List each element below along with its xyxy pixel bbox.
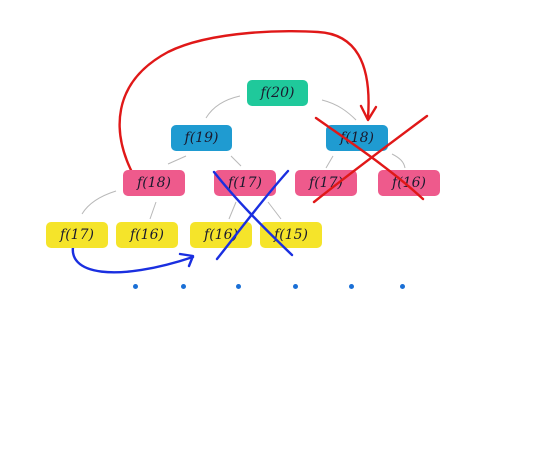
continuation-dot bbox=[132, 284, 138, 289]
continuation-dot bbox=[180, 284, 186, 289]
edge-f18-f17leaf bbox=[81, 190, 117, 215]
edge-f18-f16leaf bbox=[149, 201, 157, 220]
tree-edges bbox=[81, 95, 406, 220]
node-f20: f(20) bbox=[247, 80, 308, 106]
continuation-dot bbox=[348, 284, 354, 289]
edge-f18top-f17 bbox=[325, 155, 334, 169]
node-f17-leaf: f(17) bbox=[46, 222, 108, 248]
continuation-dot bbox=[399, 284, 405, 289]
continuation-dot bbox=[235, 284, 241, 289]
edge-f20-f19 bbox=[205, 95, 241, 119]
node-f18-right: f(18) bbox=[326, 125, 388, 151]
reuse-arrowhead-blue bbox=[178, 252, 195, 268]
edge-f20-f18 bbox=[321, 99, 357, 121]
reuse-arrow-red bbox=[118, 29, 370, 180]
reuse-arrow-blue bbox=[71, 240, 195, 274]
edge-f17-f16leaf bbox=[228, 201, 237, 220]
node-f16-right: f(16) bbox=[378, 170, 440, 196]
edge-f19-f18 bbox=[167, 155, 187, 165]
edge-f19-f17 bbox=[230, 155, 242, 167]
node-f15-leaf: f(15) bbox=[260, 222, 322, 248]
edge-f17-f15leaf bbox=[267, 201, 282, 220]
node-f17-right: f(17) bbox=[295, 170, 357, 196]
continuation-dot bbox=[292, 284, 298, 289]
node-f17-middle: f(17) bbox=[214, 170, 276, 196]
edge-f18top-f16 bbox=[391, 153, 406, 169]
node-f19: f(19) bbox=[171, 125, 232, 151]
node-f18-left: f(18) bbox=[123, 170, 185, 196]
node-f16-leaf-a: f(16) bbox=[116, 222, 178, 248]
node-f16-leaf-b: f(16) bbox=[190, 222, 252, 248]
